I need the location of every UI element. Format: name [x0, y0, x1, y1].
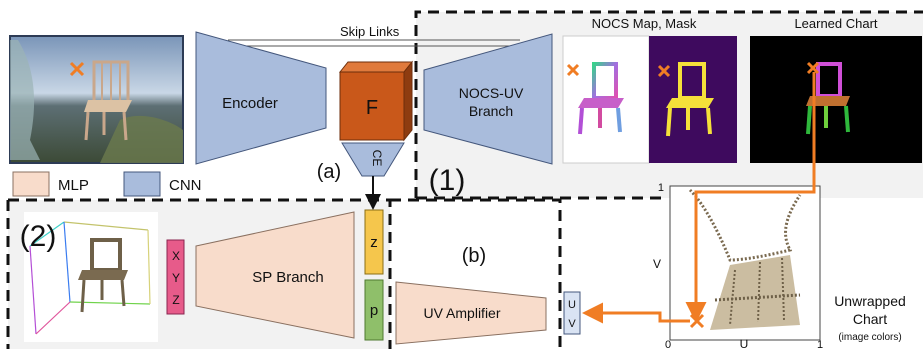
legend-mlp-label: MLP — [58, 177, 89, 194]
encoder-block — [195, 31, 327, 165]
skip-links-label: Skip Links — [340, 24, 400, 39]
plot-marker — [689, 313, 705, 329]
legend-mlp-swatch — [12, 171, 50, 197]
uv-amplifier-label: UV Amplifier — [423, 305, 500, 321]
axis-v-label: V — [653, 257, 661, 271]
learned-chart-label: Learned Chart — [794, 16, 877, 31]
tick-1-top: 1 — [658, 182, 664, 194]
tick-0: 0 — [665, 339, 671, 349]
z-box — [364, 209, 384, 275]
xyz-output-box — [166, 239, 185, 315]
p-box — [364, 279, 384, 341]
legend-cnn-swatch — [123, 171, 161, 197]
nocs-uv-branch-label-2: Branch — [469, 103, 513, 119]
unwrapped-label-1: Unwrapped — [834, 293, 906, 309]
xyz-y: Y — [172, 271, 180, 285]
p-label: p — [370, 302, 378, 319]
legend-cnn-label: CNN — [169, 177, 202, 194]
uv-amplifier-block — [395, 281, 547, 345]
nocs-map-mask-label: NOCS Map, Mask — [592, 16, 697, 31]
nocs-map-image — [562, 35, 650, 164]
mask-image — [649, 36, 737, 163]
feature-cube — [338, 60, 414, 142]
sp-branch-block — [195, 211, 355, 339]
marker-2: (2) — [20, 220, 57, 253]
learned-chart-image — [750, 36, 922, 163]
encoder-label: Encoder — [222, 95, 278, 112]
nocs-uv-branch-label-1: NOCS-UV — [459, 85, 524, 101]
feature-label: F — [366, 97, 378, 119]
chart-to-plot-arrow — [685, 72, 816, 323]
uv-v: V — [568, 318, 576, 330]
chair-photo — [84, 60, 132, 141]
nocs-uv-branch-block — [423, 33, 553, 165]
z-label: z — [370, 234, 378, 251]
input-photo — [9, 35, 184, 164]
axis-u-label: U — [740, 337, 749, 349]
marker-b: (b) — [462, 245, 486, 267]
marker-a: (a) — [317, 161, 341, 183]
marker-1: (1) — [429, 164, 466, 197]
xyz-x: X — [172, 249, 180, 263]
ce-block — [341, 142, 405, 177]
ce-label: CE — [370, 150, 384, 167]
sp-branch-label: SP Branch — [252, 269, 323, 286]
region-1-border — [414, 10, 923, 198]
unwrapped-label-2: Chart — [853, 311, 887, 327]
xyz-z: Z — [172, 293, 179, 307]
region-b-border — [390, 198, 562, 349]
image-colors-label: (image colors) — [838, 332, 901, 343]
pointcloud-3d-view — [24, 212, 158, 342]
plot-to-uv-arrow — [582, 302, 690, 324]
correspondence-marker — [69, 61, 85, 77]
uv-input-box — [563, 291, 581, 335]
uv-u: U — [568, 299, 576, 311]
tick-1-right: 1 — [817, 339, 823, 349]
